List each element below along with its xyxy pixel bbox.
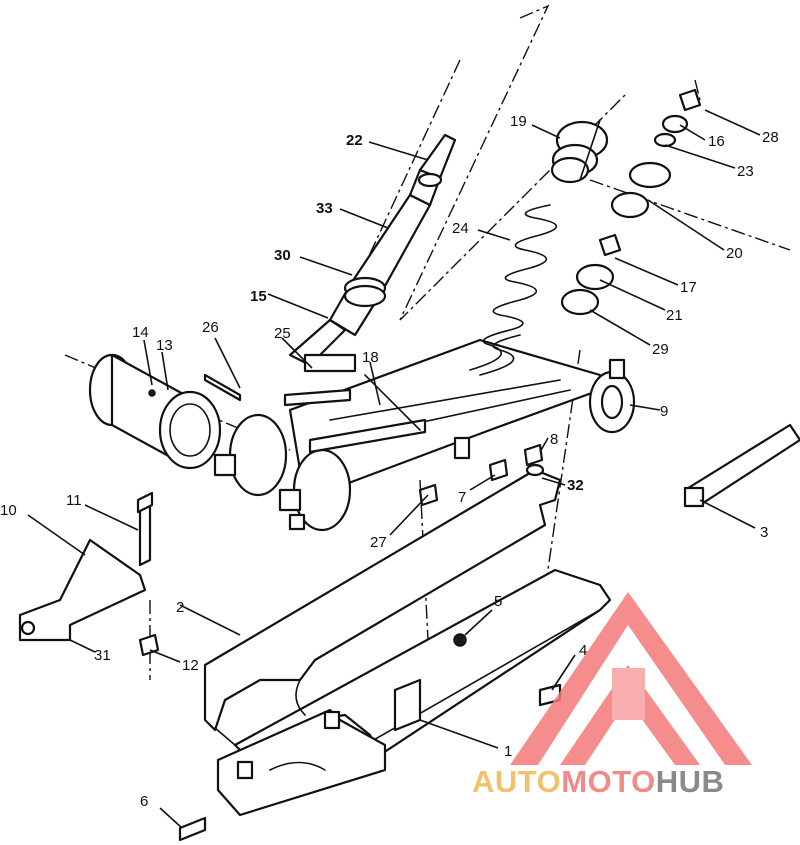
- callout-17: 17: [680, 279, 697, 296]
- tube-assembly-part: [88, 353, 352, 532]
- watermark: AUTOMOTOHUB: [472, 592, 752, 799]
- leader-lines: [27, 109, 761, 829]
- callout-33: 33: [316, 200, 333, 217]
- shock-absorber-part: [288, 133, 457, 373]
- callout-30: 30: [274, 247, 291, 264]
- callout-16: 16: [708, 133, 725, 150]
- washers-stack: [560, 88, 702, 316]
- callout-31: 31: [94, 647, 111, 664]
- callout-14: 14: [132, 324, 149, 341]
- spring-part: [469, 204, 558, 376]
- callout-29: 29: [652, 341, 669, 358]
- callout-24: 24: [452, 220, 469, 237]
- callout-25: 25: [274, 325, 291, 342]
- callout-labels: 1 2 3 4 5 6 7 8 9 10 11 12 13 14 15 16 1…: [0, 113, 779, 810]
- callout-13: 13: [156, 337, 173, 354]
- callout-32: 32: [567, 477, 584, 494]
- callout-18: 18: [362, 349, 379, 366]
- callout-26: 26: [202, 319, 219, 336]
- watermark-auto: AUTO: [472, 764, 561, 799]
- callout-21: 21: [666, 307, 683, 324]
- callout-10: 10: [0, 502, 17, 519]
- callout-3: 3: [760, 524, 768, 541]
- callout-28: 28: [762, 129, 779, 146]
- front-bracket-part: [18, 538, 147, 642]
- callout-20: 20: [726, 245, 743, 262]
- watermark-moto: MOTO: [561, 764, 655, 799]
- square-tube-part: [683, 423, 800, 508]
- suspension-arm-part: [288, 338, 636, 492]
- callout-6: 6: [140, 793, 148, 810]
- callout-5: 5: [494, 593, 502, 610]
- callout-4: 4: [579, 642, 587, 659]
- callout-11: 11: [66, 492, 82, 509]
- hardware-parts: [136, 373, 562, 842]
- spring-seat-part: [550, 119, 609, 184]
- callout-22: 22: [346, 132, 363, 149]
- callout-2: 2: [176, 599, 184, 616]
- crossbar-part: [283, 374, 427, 454]
- callout-15: 15: [250, 288, 267, 305]
- callout-7: 7: [458, 489, 466, 506]
- callout-1: 1: [504, 743, 512, 760]
- callout-27: 27: [370, 534, 387, 551]
- callout-23: 23: [737, 163, 754, 180]
- callout-12: 12: [182, 657, 199, 674]
- svg-text:AUTOMOTOHUB: AUTOMOTOHUB: [472, 764, 724, 799]
- watermark-hub: HUB: [656, 764, 725, 799]
- callout-8: 8: [550, 431, 558, 448]
- callout-19: 19: [510, 113, 527, 130]
- callout-9: 9: [660, 403, 668, 420]
- triangle-m-logo-icon: [510, 592, 752, 765]
